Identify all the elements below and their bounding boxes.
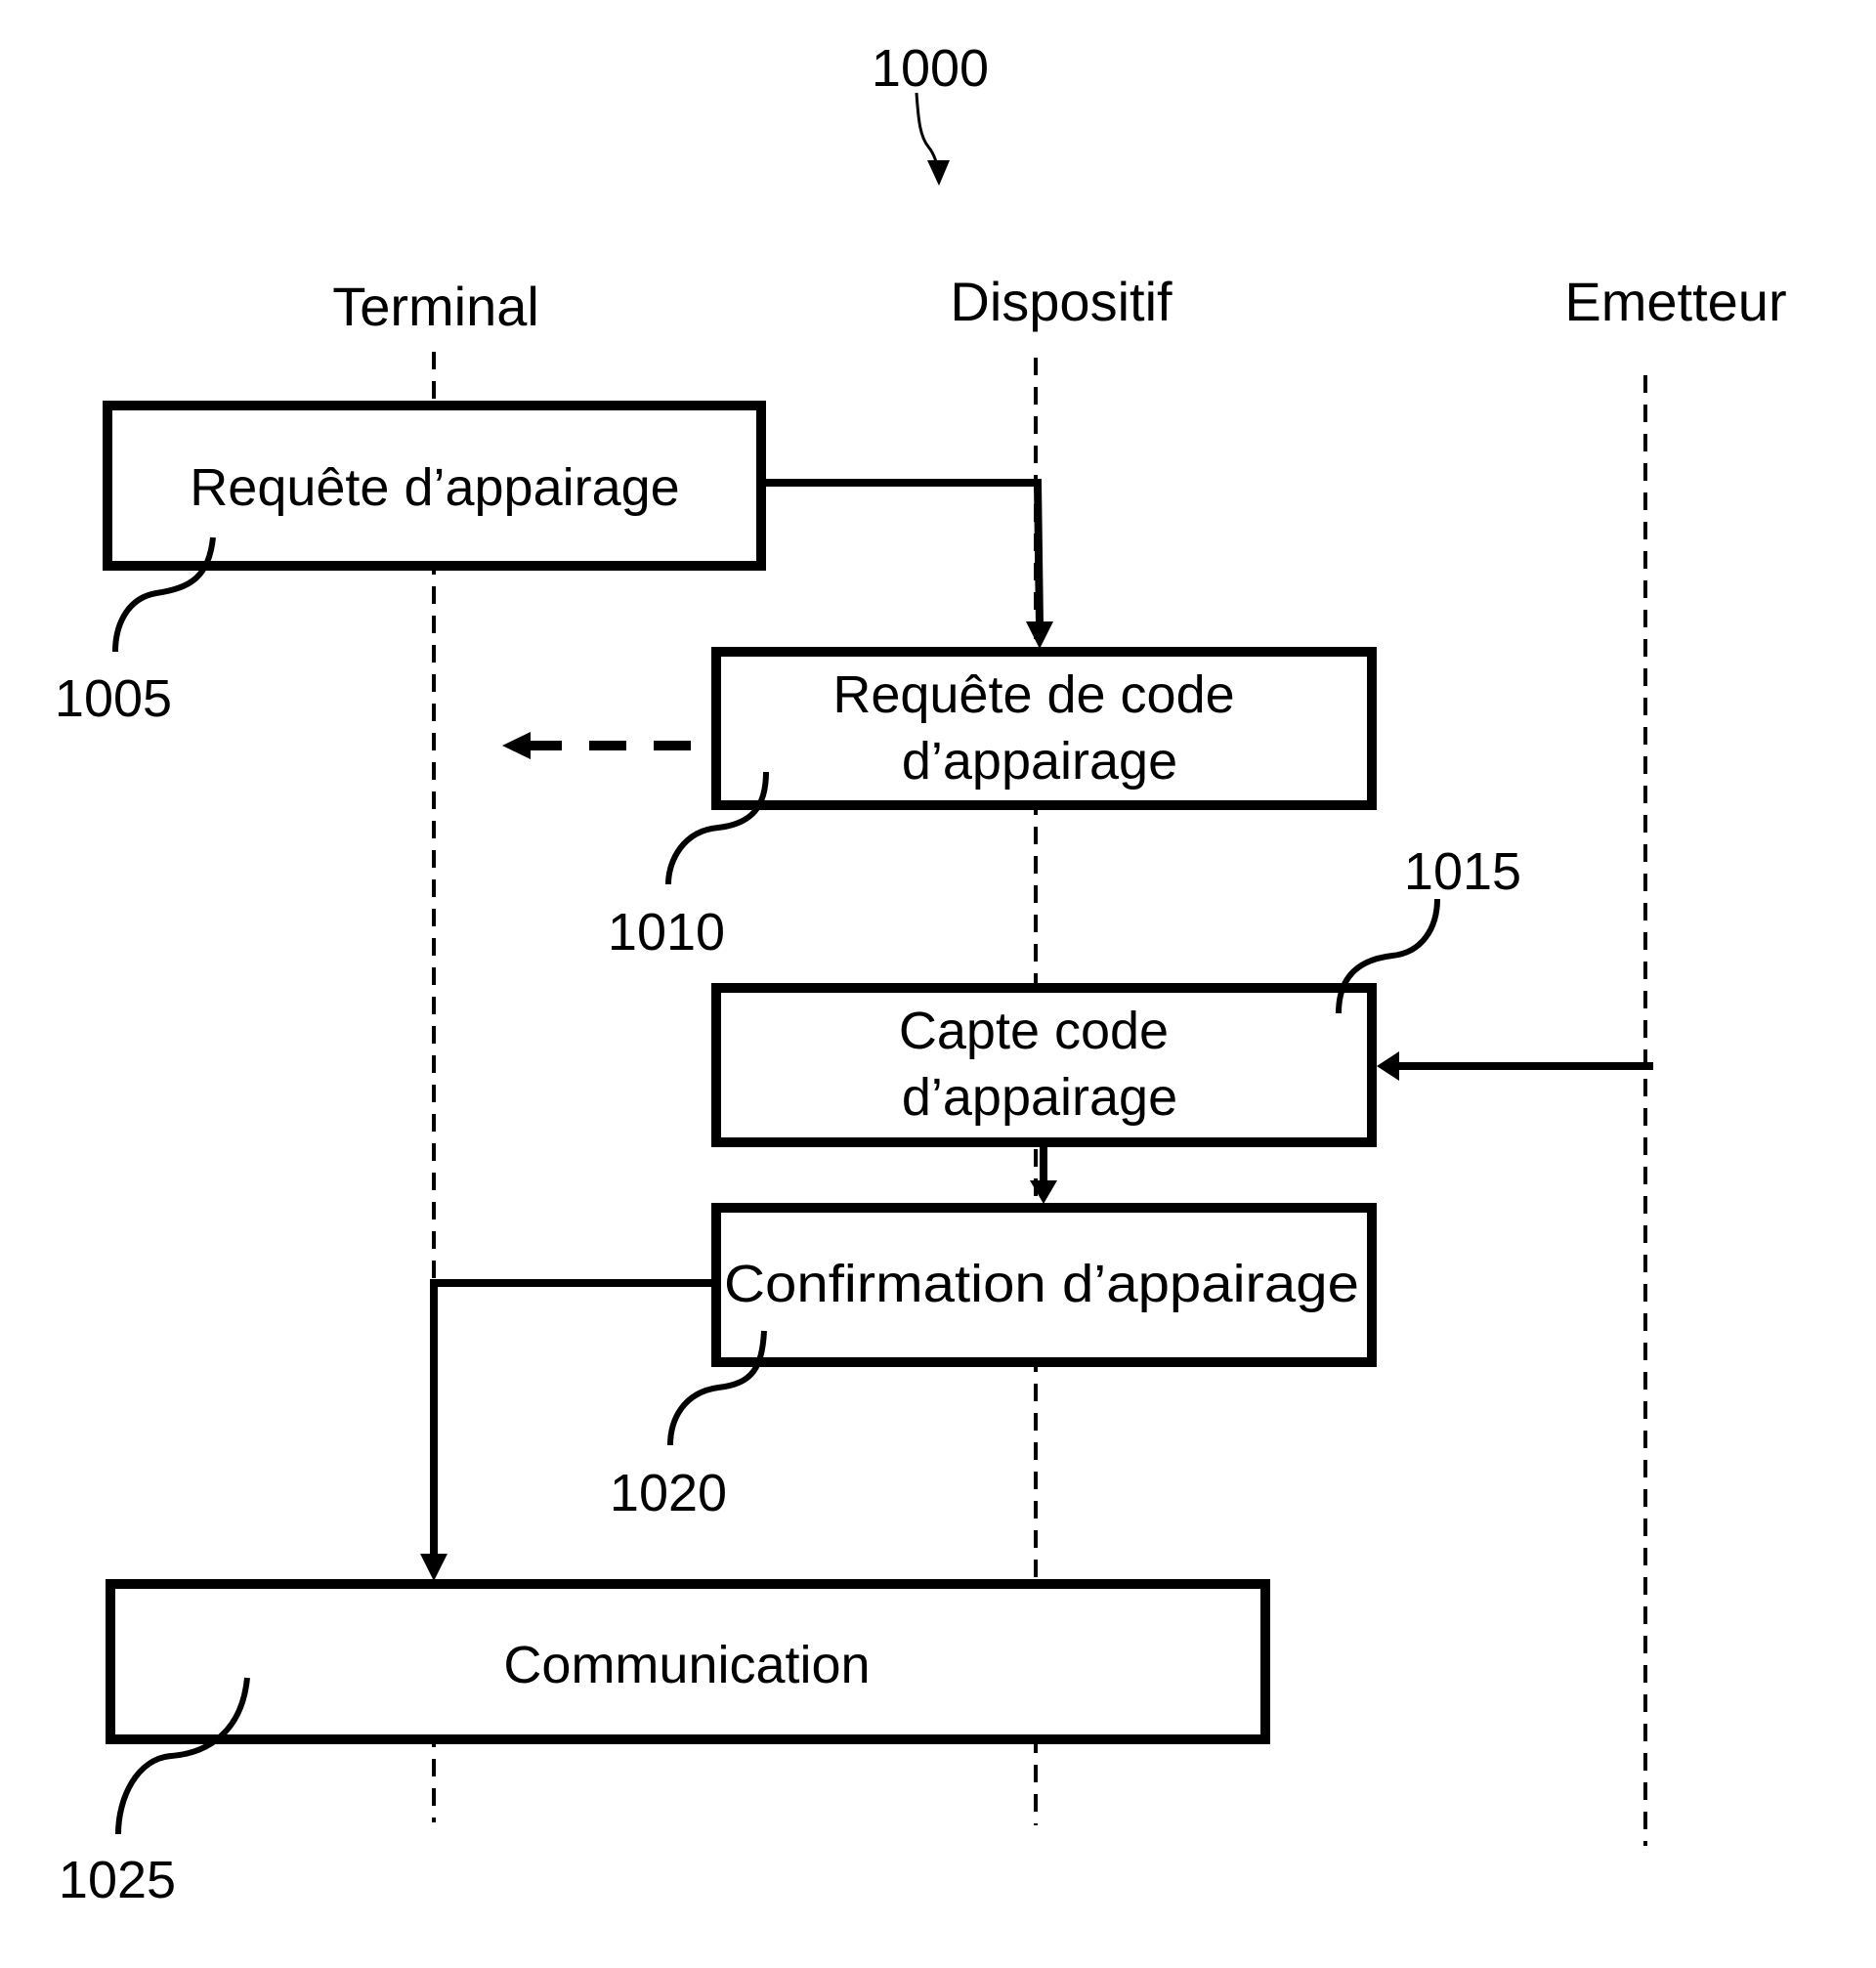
message-arrow-1020-to-1025 [430,1279,716,1556]
lane-header-emetteur: Emetteur [1564,271,1786,332]
lane-header-dispositif: Dispositif [950,271,1172,332]
arrowhead-1020-to-1025 [420,1554,448,1581]
step-label-line-2: d’appairage [902,1068,1177,1127]
leader-1005 [112,536,216,653]
step-label-line-1: Requête de code [832,665,1234,724]
arrowhead-emetteur-to-1015 [1377,1051,1399,1081]
step-label-line-2: d’appairage [902,732,1177,791]
step-box-1010: Requête de code d’appairage [711,647,1377,810]
leader-1010 [665,771,769,885]
step-box-1025: Communication [106,1579,1270,1744]
figure-reference: 1000 [872,39,989,98]
leader-1020 [667,1330,767,1446]
message-arrow-1005-to-1010 [766,479,1044,626]
step-label: Requête d’appairage [190,458,679,517]
reference-1010: 1010 [608,903,725,962]
reference-1020: 1020 [610,1464,727,1522]
step-box-1020: Confirmation d’appairage [711,1203,1377,1367]
step-label: Communication [503,1636,870,1694]
arrowhead-1005-to-1010 [1026,621,1053,649]
reference-1015: 1015 [1404,842,1521,901]
arrowhead-1015-to-1020 [1030,1180,1057,1204]
figure-reference-arrowhead [927,160,950,186]
leader-1025 [115,1677,250,1835]
reference-1025: 1025 [59,1851,176,1909]
reference-1005: 1005 [55,669,172,728]
lane-header-terminal: Terminal [332,276,539,337]
figure-reference-arrow [915,92,940,173]
leader-1015 [1336,898,1440,1014]
step-label-line-1: Capte code [899,1002,1169,1060]
step-label: Confirmation d’appairage [724,1255,1359,1313]
step-box-1015: Capte code d’appairage [711,983,1377,1147]
dashed-arrowhead-1010-to-terminal [502,732,531,759]
step-box-1005: Requête d’appairage [103,401,766,571]
